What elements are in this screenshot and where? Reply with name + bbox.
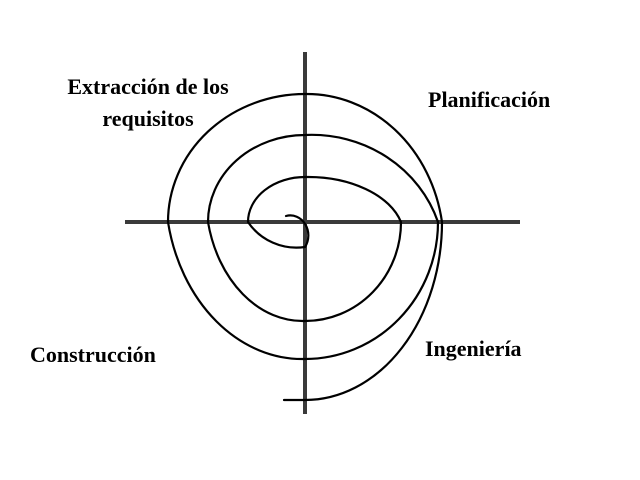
label-line: requisitos [102, 106, 194, 131]
label-line: Ingeniería [425, 336, 522, 361]
label-line: Planificación [428, 87, 551, 112]
label-requirements-extraction: Extracción de los requisitos [46, 71, 250, 135]
label-line: Extracción de los [67, 74, 229, 99]
label-engineering: Ingeniería [425, 333, 522, 365]
label-line: Construcción [30, 342, 156, 367]
spiral-curve [166, 92, 444, 402]
label-construction: Construcción [30, 339, 156, 371]
label-planning: Planificación [428, 84, 550, 116]
